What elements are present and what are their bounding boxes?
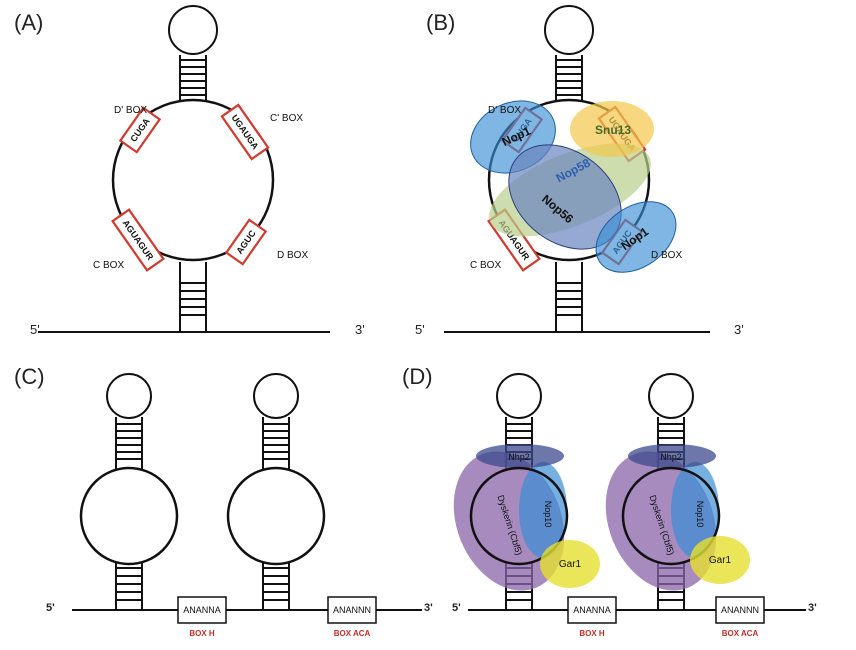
label-snu13: Snu13 <box>595 123 631 137</box>
box-cuga: CUGA <box>118 106 162 154</box>
label-gar1: Gar1 <box>709 555 732 566</box>
label-d-box: D BOX <box>277 250 308 261</box>
five-prime-label: 5' <box>415 322 425 337</box>
three-prime-label: 3' <box>355 322 365 337</box>
three-prime-label: 3' <box>734 322 744 337</box>
internal-loop <box>111 98 275 262</box>
svg-text:ANANNN: ANANNN <box>333 605 371 615</box>
label-gar1: Gar1 <box>559 559 582 570</box>
label-nop10: Nop10 <box>543 501 553 528</box>
label-box-aca: BOX ACA <box>334 629 371 638</box>
gar1-protein <box>690 536 750 584</box>
label-d-prime-box: D' BOX <box>488 105 521 116</box>
panel-b: (B) 5' 3' CUGA <box>415 5 744 337</box>
nhp2-protein <box>628 444 716 468</box>
panel-label-b: (B) <box>426 10 455 35</box>
label-box-h: BOX H <box>189 629 215 638</box>
panel-c: (C) 5' 3' <box>14 364 433 638</box>
stem-rungs-bottom <box>180 282 206 316</box>
svg-text:ANANNN: ANANNN <box>721 605 759 615</box>
panel-label-c: (C) <box>14 364 45 389</box>
five-prime-label: 5' <box>46 602 55 614</box>
box-h-sequence <box>177 596 227 624</box>
label-c-prime-box: C' BOX <box>270 113 303 124</box>
label-c-box: C BOX <box>93 260 124 271</box>
box-aca-sequence <box>327 596 377 624</box>
three-prime-label: 3' <box>808 602 817 614</box>
label-nhp2: Nhp2 <box>508 452 530 462</box>
nhp2-protein <box>476 444 564 468</box>
haca-hairpin-2 <box>226 373 326 610</box>
label-nhp2: Nhp2 <box>660 452 682 462</box>
panel-d: (D) 5' 3' <box>402 364 817 638</box>
label-box-h: BOX H <box>579 629 605 638</box>
three-prime-label: 3' <box>424 602 433 614</box>
five-prime-label: 5' <box>452 602 461 614</box>
panel-a: (A) 5' 3' <box>14 5 365 337</box>
box-ugauga: UGAUGA <box>220 103 270 161</box>
internal-loop <box>487 98 651 262</box>
stem-rungs-top <box>180 59 206 96</box>
box-aguc: AGUC <box>224 218 268 266</box>
haca-rnp-2: Nhp2 Dyskerin (Cbf5) Nop10 Gar1 <box>605 373 750 610</box>
haca-hairpin-1 <box>79 373 179 610</box>
panel-label-d: (D) <box>402 364 433 389</box>
label-nop10: Nop10 <box>695 501 705 528</box>
label-d-box: D BOX <box>651 250 682 261</box>
hairpin-loop <box>544 5 594 55</box>
svg-text:ANANNA: ANANNA <box>183 605 221 615</box>
box-aca-sequence <box>715 596 765 624</box>
label-box-aca: BOX ACA <box>722 629 759 638</box>
panel-label-a: (A) <box>14 10 43 35</box>
snu13-protein <box>570 101 654 157</box>
five-prime-label: 5' <box>30 322 40 337</box>
svg-text:ANANNA: ANANNA <box>573 605 611 615</box>
gar1-protein <box>540 540 600 588</box>
label-d-prime-box: D' BOX <box>114 105 147 116</box>
haca-rnp-1: Nhp2 Dyskerin (Cbf5) Nop10 Gar1 <box>453 373 600 610</box>
nop1-protein-bottom <box>595 201 677 273</box>
box-h-sequence <box>567 596 617 624</box>
label-c-box: C BOX <box>470 260 501 271</box>
hairpin-loop <box>168 5 218 55</box>
